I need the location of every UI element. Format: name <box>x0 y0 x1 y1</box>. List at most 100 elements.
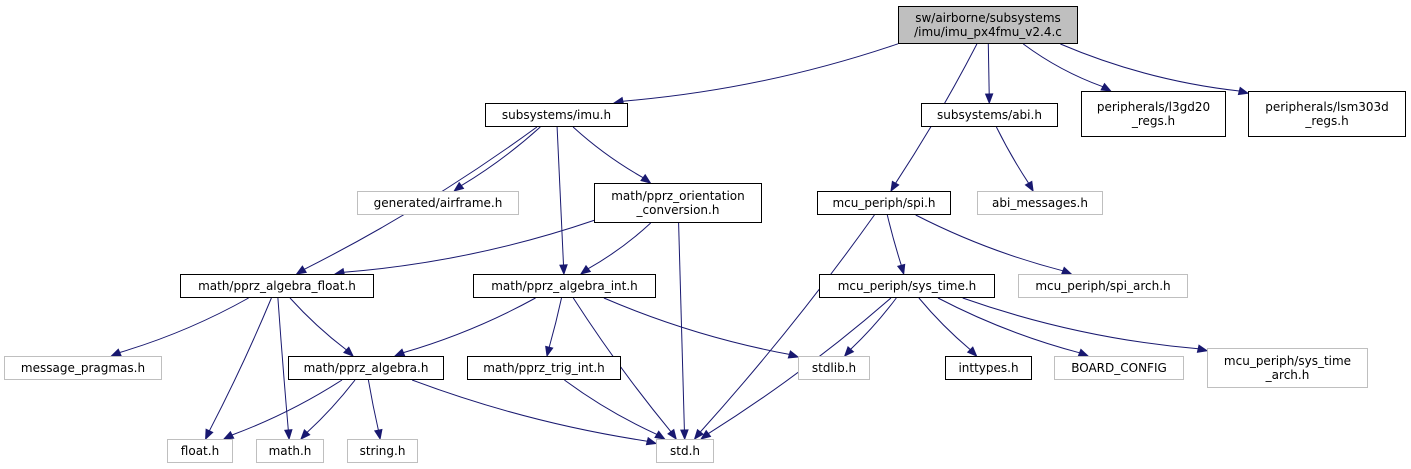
arrowhead-orient-to-alg_int <box>579 264 592 275</box>
edge-spi_h-to-std_h <box>699 214 875 433</box>
arrowhead-alg_int-to-algebra <box>393 348 406 357</box>
node-label: mcu_periph/spi.h <box>832 196 936 210</box>
node-algebra[interactable]: math/pprz_algebra.h <box>288 356 444 380</box>
edge-sys_time-to-sys_time_arch <box>962 297 1199 350</box>
edge-alg_int-to-stdlib <box>603 297 790 355</box>
node-alg-int[interactable]: math/pprz_algebra_int.h <box>473 274 656 298</box>
arrowhead-imu_h-to-airframe <box>453 181 465 192</box>
node-label: BOARD_CONFIG <box>1071 361 1167 375</box>
edge-root-to-imu_h <box>622 43 899 102</box>
node-label: peripherals/lsm303d _regs.h <box>1265 100 1389 128</box>
arrowhead-alg_float-to-math_h <box>284 429 293 441</box>
edge-algebra-to-string_h <box>367 379 379 431</box>
edge-root-to-l3gd20 <box>1023 43 1103 88</box>
node-msg-pragmas: message_pragmas.h <box>4 356 162 380</box>
node-label: subsystems/abi.h <box>937 108 1042 122</box>
node-lsm303d[interactable]: peripherals/lsm303d _regs.h <box>1248 91 1406 137</box>
node-label: math/pprz_algebra_int.h <box>491 279 638 293</box>
edge-orient-to-alg_int <box>587 222 652 270</box>
node-abi-h[interactable]: subsystems/abi.h <box>921 103 1058 127</box>
arrowhead-algebra-to-std_h <box>645 436 658 446</box>
node-spi-h[interactable]: mcu_periph/spi.h <box>817 191 951 215</box>
arrowhead-orient-to-std_h <box>680 429 689 441</box>
node-std-h: std.h <box>656 439 714 463</box>
node-label: mcu_periph/sys_time.h <box>837 279 977 293</box>
arrowhead-imu_h-to-alg_int <box>559 264 568 276</box>
node-label: abi_messages.h <box>992 196 1088 210</box>
edge-orient-to-std_h <box>678 222 685 431</box>
node-math-h: math.h <box>256 439 324 463</box>
edge-algebra-to-std_h <box>411 379 648 442</box>
node-label: inttypes.h <box>958 361 1019 375</box>
arrowhead-alg_int-to-trig_int <box>545 345 554 358</box>
node-label: peripherals/l3gd20 _regs.h <box>1096 100 1211 128</box>
arrowhead-trig_int-to-std_h <box>654 430 666 440</box>
arrowhead-algebra-to-math_h <box>300 429 311 440</box>
edge-root-to-lsm303d <box>1060 43 1240 92</box>
node-trig-int[interactable]: math/pprz_trig_int.h <box>467 356 621 380</box>
node-airframe: generated/airframe.h <box>357 191 519 215</box>
node-sys-time[interactable]: mcu_periph/sys_time.h <box>819 274 995 298</box>
arrowhead-sys_time-to-stdlib <box>843 346 855 357</box>
node-l3gd20[interactable]: peripherals/l3gd20 _regs.h <box>1081 91 1226 137</box>
edge-trig_int-to-std_h <box>564 379 658 435</box>
node-label: math/pprz_algebra_float.h <box>198 279 356 293</box>
edge-sys_time-to-inttypes <box>918 297 971 350</box>
node-label: mcu_periph/sys_time _arch.h <box>1223 354 1352 382</box>
node-label: string.h <box>359 444 406 458</box>
arrowhead-alg_int-to-std_h <box>667 428 677 441</box>
edge-alg_int-to-algebra <box>403 297 536 354</box>
arrowhead-imu_h-to-alg_float <box>295 265 308 275</box>
node-label: mcu_periph/spi_arch.h <box>1035 279 1171 293</box>
node-spi-arch: mcu_periph/spi_arch.h <box>1018 274 1188 298</box>
node-sys-time-arch: mcu_periph/sys_time _arch.h <box>1207 348 1368 388</box>
edge-sys_time-to-stdlib <box>850 297 897 350</box>
arrowhead-sys_time-to-inttypes <box>966 346 978 357</box>
edge-alg_float-to-msg_pragmas <box>119 297 249 353</box>
node-label: math.h <box>268 444 312 458</box>
edge-spi_h-to-sys_time <box>886 214 902 266</box>
edge-abi_h-to-abi_msg <box>995 126 1030 184</box>
arrowhead-sys_time-to-std_h <box>700 429 712 440</box>
edge-root-to-abi_h <box>987 43 990 95</box>
arrowhead-abi_h-to-abi_msg <box>1024 180 1034 193</box>
edge-spi_h-to-spi_arch <box>915 214 1064 272</box>
arrowhead-root-to-lsm303d <box>1237 86 1250 96</box>
node-label: math/pprz_algebra.h <box>303 361 429 375</box>
edge-imu_h-to-airframe <box>461 126 541 187</box>
arrowhead-alg_float-to-msg_pragmas <box>110 348 122 357</box>
node-label: float.h <box>180 444 220 458</box>
node-label: subsystems/imu.h <box>501 108 612 122</box>
node-orient[interactable]: math/pprz_orientation _conversion.h <box>594 183 762 223</box>
edge-alg_float-to-float_h <box>208 297 272 432</box>
arrowhead-root-to-l3gd20 <box>1100 82 1112 92</box>
node-label: sw/airborne/subsystems /imu/imu_px4fmu_v… <box>914 11 1062 39</box>
edge-imu_h-to-alg_int <box>556 126 564 266</box>
node-string-h: string.h <box>347 439 418 463</box>
node-float-h: float.h <box>167 439 233 463</box>
edge-alg_int-to-trig_int <box>548 297 562 348</box>
edge-alg_float-to-algebra <box>289 297 347 351</box>
node-root[interactable]: sw/airborne/subsystems /imu/imu_px4fmu_v… <box>898 6 1078 44</box>
edge-imu_h-to-orient <box>572 126 644 179</box>
node-label: math/pprz_trig_int.h <box>483 361 605 375</box>
arrowhead-alg_float-to-algebra <box>343 346 354 357</box>
node-board: BOARD_CONFIG <box>1054 356 1184 380</box>
arrowhead-algebra-to-float_h <box>222 430 235 440</box>
edge-algebra-to-math_h <box>306 379 356 433</box>
arrowhead-imu_h-to-orient <box>640 173 652 184</box>
edge-sys_time-to-board <box>937 297 1080 354</box>
arrowhead-alg_int-to-stdlib <box>787 350 800 359</box>
node-imu-h[interactable]: subsystems/imu.h <box>485 103 628 127</box>
node-inttypes[interactable]: inttypes.h <box>945 356 1032 380</box>
node-stdlib: stdlib.h <box>798 356 870 380</box>
node-label: math/pprz_orientation _conversion.h <box>611 189 745 217</box>
node-alg-float[interactable]: math/pprz_algebra_float.h <box>180 274 374 298</box>
node-abi-msg: abi_messages.h <box>977 191 1103 215</box>
edge-algebra-to-float_h <box>231 379 343 436</box>
node-label: std.h <box>670 444 700 458</box>
node-label: stdlib.h <box>811 361 857 375</box>
arrowhead-spi_h-to-sys_time <box>896 263 906 276</box>
